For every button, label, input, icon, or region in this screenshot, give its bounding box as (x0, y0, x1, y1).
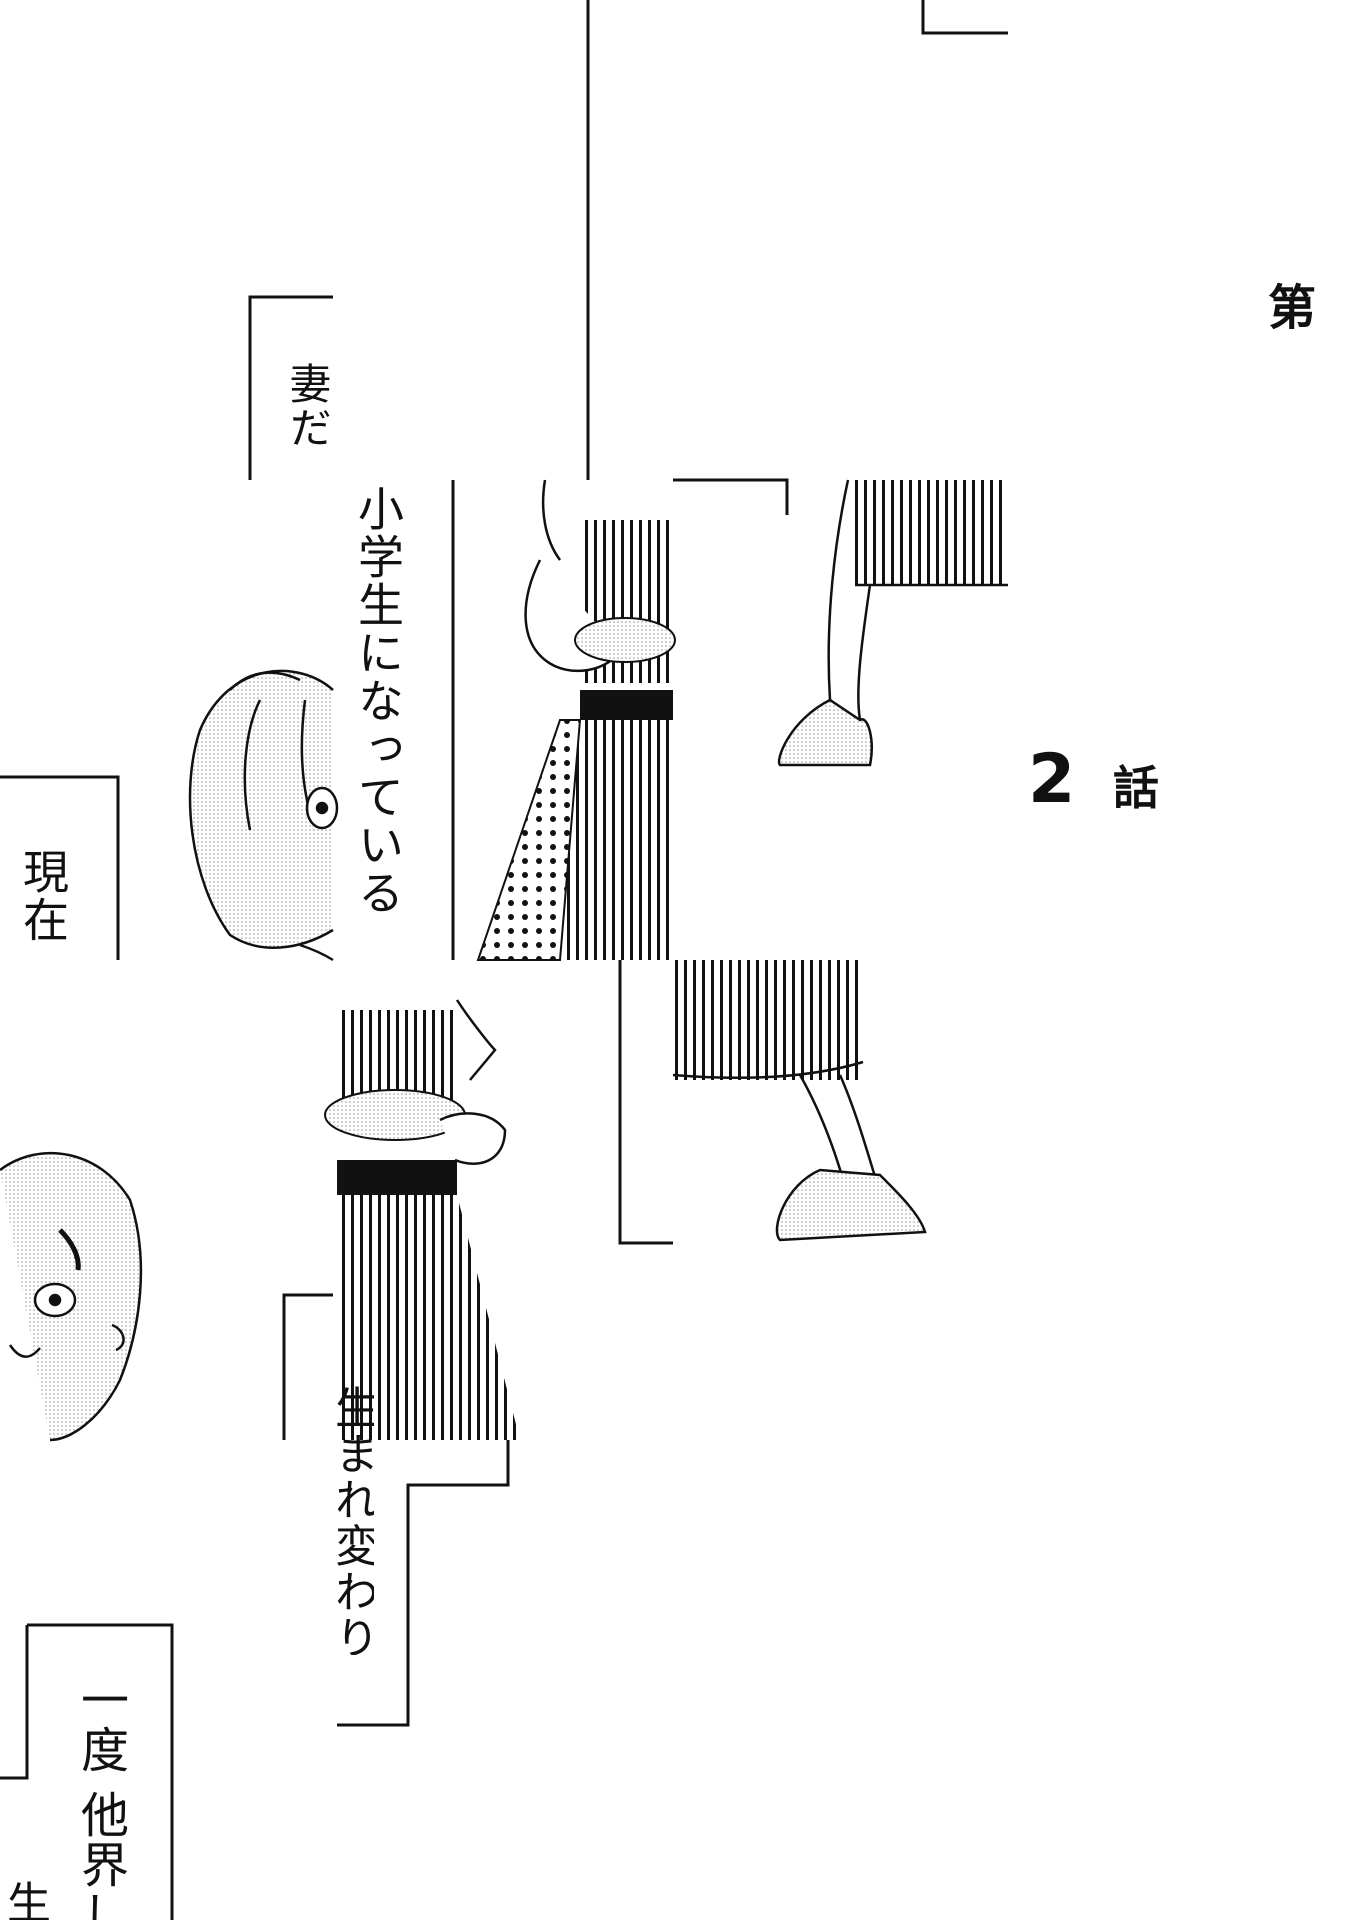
caption-genzai: 現在 (16, 848, 70, 944)
legs-slipper-lower (672, 960, 927, 1242)
apron-figure-lower (324, 999, 520, 1440)
caption-umare: 生ま (0, 1880, 50, 1920)
girl-face-upper (188, 669, 339, 962)
chapter-title-wa: 話 (1113, 761, 1159, 815)
chapter-title-dai: 第 (1268, 280, 1317, 336)
caption-shougakusei: 小学生になっている (351, 485, 405, 917)
chapter-title-number: 2 (1028, 740, 1076, 819)
legs-slipper-upper (777, 479, 1008, 767)
girl-face-lower (0, 1151, 143, 1442)
caption-umarekawari: 生まれ変わり (330, 1385, 374, 1655)
caption-tsuma: 妻だ (283, 362, 332, 450)
apron-figure-upper (476, 479, 676, 961)
caption-ichido: 一度 (72, 1675, 128, 1775)
panel-borders (0, 0, 1008, 1920)
caption-takai: 他界し (72, 1790, 128, 1920)
